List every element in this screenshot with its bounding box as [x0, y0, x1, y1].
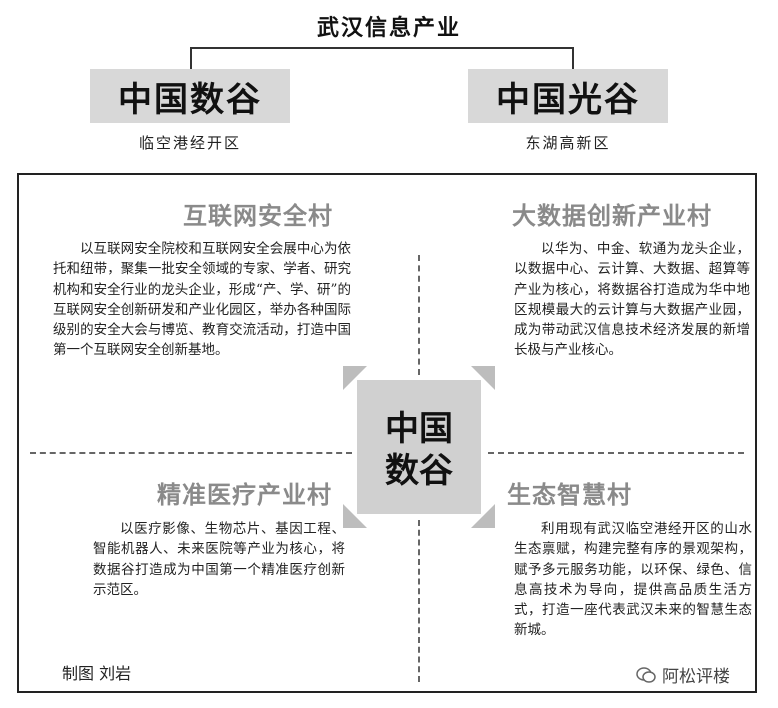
- divider-horizontal-left: [30, 452, 352, 454]
- arrow-top-right-icon: [471, 366, 495, 390]
- watermark-text: 阿松评楼: [662, 667, 730, 687]
- right-box-label: 中国光谷: [468, 69, 668, 123]
- quadrant-title-medical: 精准医疗产业村: [157, 481, 332, 509]
- main-frame: [17, 173, 757, 693]
- center-arrows-icon: [343, 366, 495, 528]
- arrow-bottom-right-icon: [471, 504, 495, 528]
- divider-vertical-top: [418, 255, 420, 375]
- right-box-location: 东湖高新区: [525, 134, 611, 152]
- wechat-icon: [636, 666, 656, 683]
- connector-top-line: [190, 47, 574, 49]
- watermark: 阿松评楼: [636, 662, 730, 687]
- quadrant-title-eco: 生态智慧村: [507, 481, 632, 509]
- quadrant-text-bigdata: 以华为、中金、软通为龙头企业，以数据中心、云计算、大数据、超算等产业为核心，将数…: [514, 241, 750, 359]
- arrow-bottom-left-icon: [343, 504, 367, 528]
- center-label-line2: 数谷: [385, 451, 453, 491]
- left-box-label: 中国数谷: [90, 69, 290, 123]
- connector-left-drop: [190, 47, 192, 69]
- graphic-credit: 制图 刘岩: [62, 664, 132, 683]
- quadrant-title-security: 互联网安全村: [183, 202, 333, 230]
- connector-right-drop: [572, 47, 574, 69]
- divider-horizontal-right: [488, 452, 744, 454]
- arrow-top-left-icon: [343, 366, 367, 390]
- quadrant-title-bigdata: 大数据创新产业村: [512, 202, 712, 230]
- center-label-line1: 中国: [385, 409, 453, 449]
- quadrant-text-security: 以互联网安全院校和互联网安全会展中心为依托和纽带，聚集一批安全领域的专家、学者、…: [53, 241, 351, 359]
- center-label: 中国 数谷: [357, 408, 481, 492]
- diagram-title: 武汉信息产业: [316, 16, 461, 41]
- divider-vertical-bottom: [418, 520, 420, 682]
- center-box: [357, 380, 481, 514]
- left-box-location: 临空港经开区: [138, 134, 241, 152]
- quadrant-text-medical: 以医疗影像、生物芯片、基因工程、智能机器人、未来医院等产业为核心，将数据谷打造成…: [93, 521, 345, 598]
- quadrant-text-eco: 利用现有武汉临空港经开区的山水生态禀赋，构建完整有序的景观架构，赋予多元服务功能…: [514, 521, 752, 639]
